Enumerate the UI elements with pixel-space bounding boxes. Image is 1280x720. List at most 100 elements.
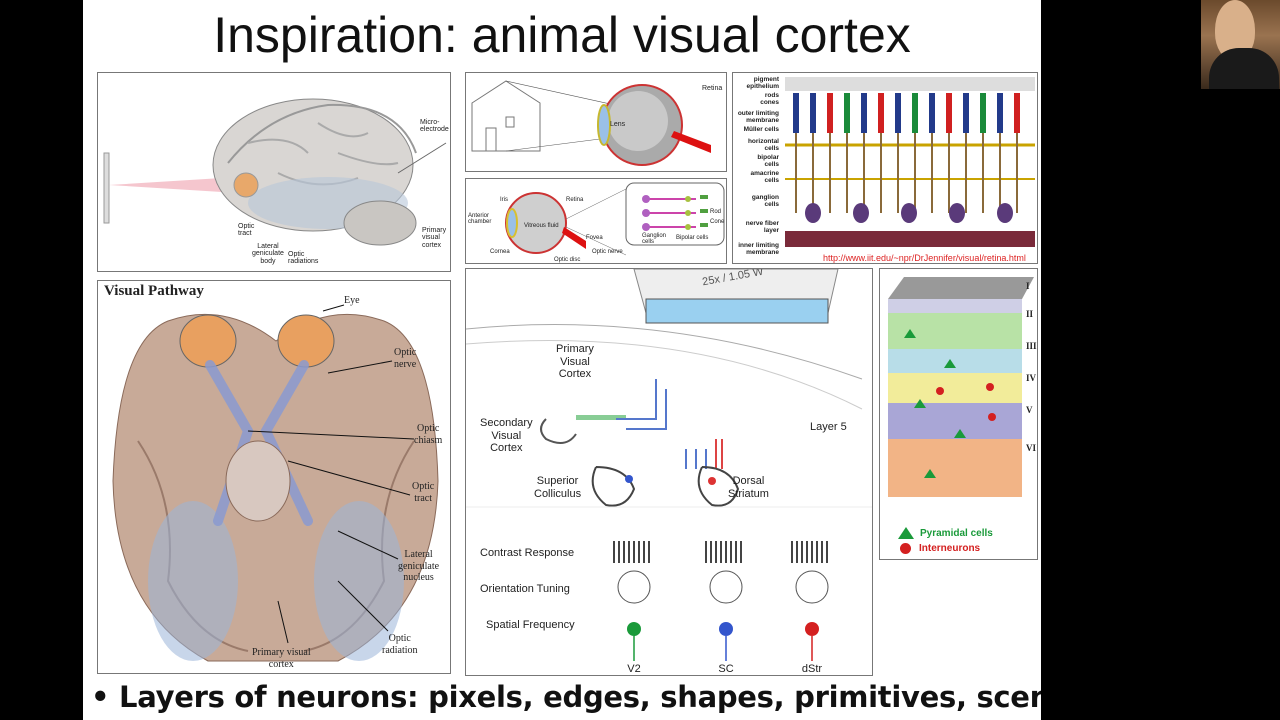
vitreous-fluid-label: Vitreous fluid — [524, 223, 559, 229]
optic-tract-label: Optic tract — [238, 223, 255, 238]
ganglion-cell-body — [901, 203, 917, 223]
ganglion-cell-body — [949, 203, 965, 223]
optic-chiasm-label: Optic chiasm — [414, 423, 443, 446]
lens-label: Lens — [610, 121, 626, 128]
optic-nerve-label: Optic nerve — [592, 249, 623, 255]
vp-optic-nerve-label: Optic nerve — [394, 347, 417, 370]
eye-cross-section-figure: Iris Anterior chamber Vitreous fluid Ret… — [465, 178, 727, 264]
retina-layer-label: horizontal cells — [747, 138, 779, 152]
retina-layer-label: Müller cells — [743, 126, 779, 133]
lateral-geniculate-nucleus-label: Lateral geniculate nucleus — [398, 549, 440, 583]
pyramidal-cell — [914, 399, 926, 408]
orientation-tuning-circle — [709, 570, 743, 604]
photoreceptor-cell — [827, 93, 833, 133]
dorsal-striatum-label: Dorsal Striatum — [728, 475, 769, 500]
photoreceptor-cell — [997, 93, 1003, 133]
cortex-layer-label: III — [1026, 341, 1037, 351]
pyramidal-legend: Pyramidal cells — [898, 527, 993, 539]
neural-circuit-figure: 25x / 1.05 W Primary Visual Cortex Secon… — [465, 268, 873, 676]
retina-label: Retina — [702, 85, 723, 92]
optic-radiation-label: Optic radiation — [382, 633, 418, 656]
ganglion-cell-body — [853, 203, 869, 223]
cortex-layer-band — [888, 313, 1022, 349]
pyramidal-legend-icon — [898, 527, 914, 539]
interneuron-cell — [986, 383, 994, 391]
photoreceptor-cell — [963, 93, 969, 133]
primary-visual-cortex-circuit-label: Primary Visual Cortex — [556, 343, 594, 381]
fovea-label: Fovea — [586, 235, 603, 241]
cortex-layer-band — [888, 299, 1022, 313]
bipolar-cells-label: Bipolar cells — [676, 235, 709, 241]
retina-layers-illustration — [785, 77, 1035, 247]
eye-house-illustration — [471, 80, 711, 166]
vp-optic-tract-label: Optic tract — [412, 481, 435, 504]
cortex-layer-label: IV — [1026, 373, 1037, 383]
retina-cell-diagram — [642, 195, 708, 231]
circuit-target-label: V2 — [627, 663, 641, 675]
eye-section-retina-label: Retina — [566, 197, 584, 203]
retina-layer-label: inner limiting membrane — [738, 242, 779, 256]
neuron-soma — [805, 622, 819, 636]
pyramidal-cell — [944, 359, 956, 368]
neuron-soma — [719, 622, 733, 636]
vp-primary-visual-cortex-label: Primary visual cortex — [252, 647, 311, 670]
retina-layer-label: amacrine cells — [750, 170, 779, 184]
circuit-target-label: SC — [718, 663, 734, 675]
microelectrode-label: Micro- electrode — [420, 119, 449, 134]
primary-visual-cortex-label: Primary visual cortex — [422, 227, 447, 249]
retina-layer-label: rods cones — [760, 92, 779, 106]
brain-underside-illustration — [112, 304, 439, 662]
eye-image-formation-figure: Retina Lens — [465, 72, 727, 172]
retina-layer-label: outer limiting membrane — [737, 110, 779, 124]
rod-label: Rod — [710, 209, 722, 215]
photoreceptor-cell — [844, 93, 850, 133]
photoreceptor-cell — [1014, 93, 1020, 133]
cortex-layer-label: II — [1026, 309, 1034, 319]
secondary-visual-cortex-label: Secondary Visual Cortex — [480, 417, 533, 455]
pyramidal-cell — [954, 429, 966, 438]
retina-layer-label: bipolar cells — [757, 154, 779, 168]
cornea-label: Cornea — [490, 249, 510, 255]
cortex-layer-band — [888, 403, 1022, 439]
circuit-target-label: dStr — [801, 663, 823, 675]
brain-side-illustration — [103, 98, 447, 246]
photoreceptor-cell — [861, 93, 867, 133]
pyramidal-cell — [904, 329, 916, 338]
bullet-text: Layers of neurons: pixels, edges, shapes… — [119, 680, 1041, 714]
retina-layer-label: pigment epithelium — [746, 76, 779, 90]
layer5-label: Layer 5 — [810, 421, 847, 433]
photoreceptor-cell — [895, 93, 901, 133]
slide-title: Inspiration: animal visual cortex — [213, 7, 911, 63]
slide-bullet: • Layers of neurons: pixels, edges, shap… — [91, 680, 1041, 714]
cortex-layer-label: I — [1026, 281, 1030, 291]
interneuron-cell — [936, 387, 944, 395]
orientation-tuning-circle — [617, 570, 651, 604]
cortex-layer-label: V — [1026, 405, 1033, 415]
visual-pathway-figure: Visual Pathway Eye Optic nerve Optic chi… — [97, 280, 451, 674]
interneurons-legend-icon — [900, 543, 911, 554]
superior-colliculus-label: Superior Colliculus — [534, 475, 582, 500]
photoreceptor-cell — [810, 93, 816, 133]
ganglion-cell-body — [805, 203, 821, 223]
lateral-geniculate-body-label: Lateral geniculate body — [252, 243, 284, 265]
neural-circuit-illustration — [466, 269, 872, 661]
iris-label: Iris — [500, 197, 508, 203]
ganglion-cells-label: Ganglion cells — [642, 233, 667, 246]
retina-layer-label: ganglion cells — [751, 194, 779, 208]
cortex-column-illustration — [888, 277, 1034, 497]
brain-side-view-figure: Micro- electrode Optic tract Lateral gen… — [97, 72, 451, 272]
retina-source-url[interactable]: http://www.iit.edu/~npr/DrJennifer/visua… — [823, 253, 1026, 263]
pyramidal-cell — [924, 469, 936, 478]
photoreceptor-cell — [946, 93, 952, 133]
retina-layer-label: nerve fiber layer — [745, 220, 779, 234]
eye-label: Eye — [344, 295, 360, 306]
cortex-layer-band — [888, 439, 1022, 497]
interneurons-legend: Interneurons — [900, 543, 980, 554]
neuron-soma — [627, 622, 641, 636]
optic-disc-label: Optic disc — [554, 257, 581, 263]
photoreceptor-cell — [980, 93, 986, 133]
anterior-chamber-label: Anterior chamber — [468, 213, 492, 226]
optic-radiations-label: Optic radiations — [288, 251, 319, 266]
presenter-shirt — [1209, 48, 1279, 89]
